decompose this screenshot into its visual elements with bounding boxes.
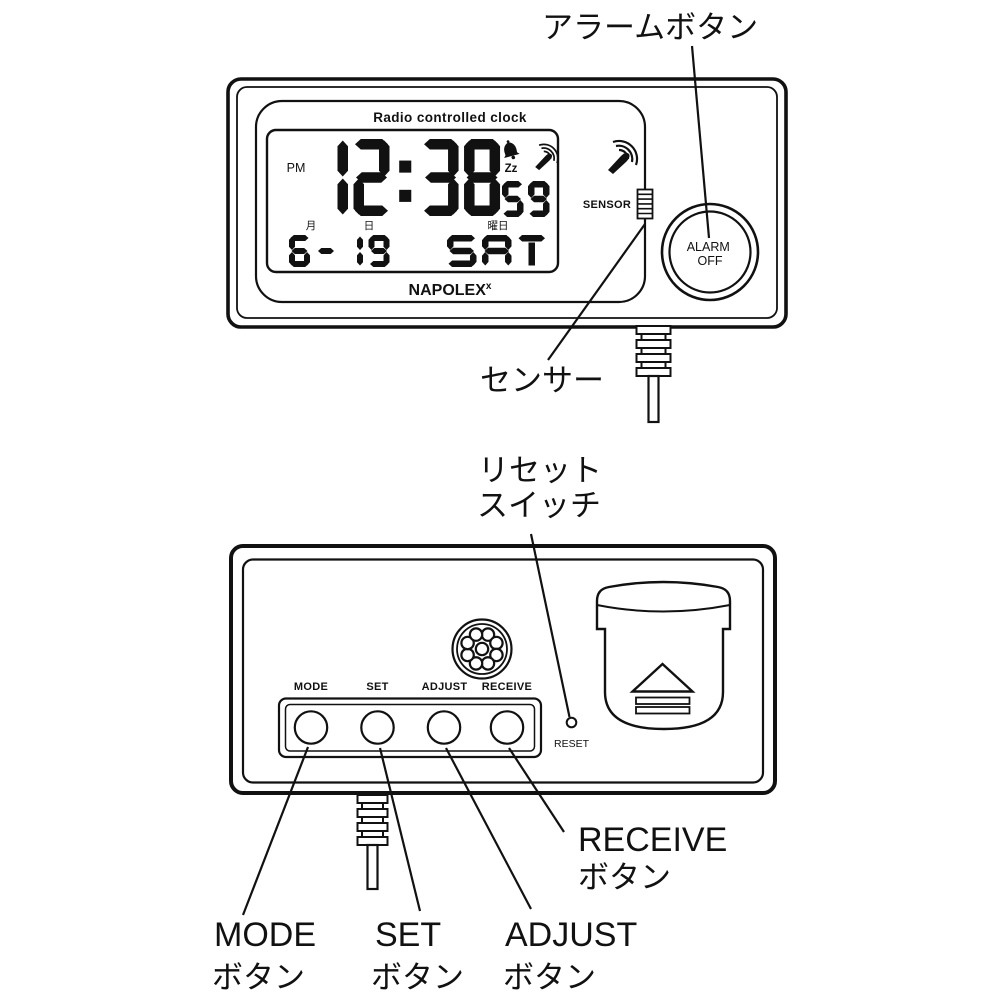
callout-sensor: センサー <box>480 363 604 398</box>
alarm-off-button-label: ALARM OFF <box>687 240 734 268</box>
leader-line-sensor <box>547 223 646 361</box>
mode-button <box>293 710 329 745</box>
callout-reset-switch: リセット スイッチ <box>477 453 611 523</box>
day-label: 日 <box>364 220 375 232</box>
callout-mode-button: MODE ボタン <box>212 916 325 995</box>
callout-receive-button: RECEIVE ボタン <box>578 821 737 895</box>
alarm-off-button: ALARM OFF <box>660 202 760 302</box>
brand-logo: NAPOLEXx <box>409 281 492 299</box>
set-button-label: SET <box>366 681 388 693</box>
set-button <box>360 710 395 745</box>
adjust-button-label: ADJUST <box>422 681 468 693</box>
seconds-display <box>502 181 550 217</box>
time-display <box>337 139 501 216</box>
back-view: MODE SET ADJUST RECEIVE RESET <box>212 453 777 995</box>
weekday-label: 曜日 <box>488 220 509 232</box>
leader-line-adjust <box>445 747 532 910</box>
adjust-button <box>426 710 462 745</box>
callout-alarm-button: アラームボタン <box>542 10 758 45</box>
speaker-grille <box>451 618 513 680</box>
back-power-cable <box>356 794 389 891</box>
bracket-arrow-icon <box>629 662 696 693</box>
panel-title: Radio controlled clock <box>373 110 527 125</box>
month-label: 月 <box>306 220 317 232</box>
callout-adjust-button: ADJUST ボタン <box>503 916 646 995</box>
reset-label: RESET <box>554 738 590 750</box>
leader-line-alarm-button <box>690 45 711 239</box>
leader-line-mode <box>241 746 310 916</box>
button-panel-inner <box>284 703 536 752</box>
leader-line-reset <box>529 533 571 718</box>
reset-pinhole <box>565 716 578 729</box>
front-power-cable <box>635 325 672 424</box>
sensor-grille <box>636 188 654 220</box>
mount-bracket <box>595 580 732 731</box>
callout-set-button: SET ボタン <box>371 916 464 995</box>
sensor-label: SENSOR <box>583 199 631 211</box>
weekday-display <box>447 235 545 267</box>
receive-button <box>489 710 525 745</box>
mode-button-label: MODE <box>294 681 328 693</box>
date-display <box>289 235 390 267</box>
receive-button-label: RECEIVE <box>482 681 532 693</box>
ampm-indicator: PM <box>287 161 306 175</box>
snooze-indicator: Zz <box>505 163 518 175</box>
leader-line-receive <box>508 747 565 833</box>
front-view: Radio controlled clock PM Zz 月 日 曜日 NAPO… <box>226 10 788 424</box>
leader-line-set <box>378 747 422 912</box>
